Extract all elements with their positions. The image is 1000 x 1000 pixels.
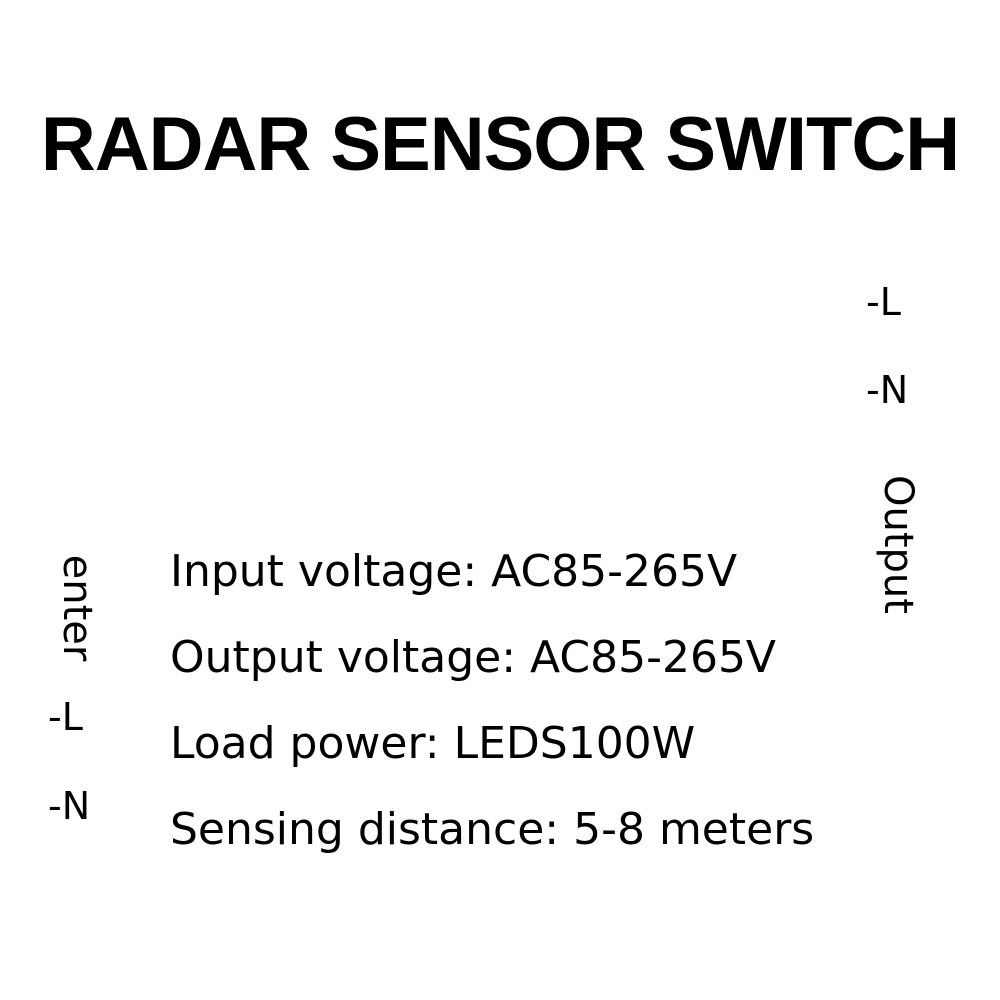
output-terminal-l: -L	[866, 280, 901, 324]
output-terminal-n: -N	[866, 368, 909, 412]
spec-load-power: Load power: LEDS100W	[170, 718, 696, 769]
input-terminal-l: -L	[48, 695, 83, 739]
input-terminal-n: -N	[48, 784, 91, 828]
output-label: Output	[875, 475, 921, 614]
input-label: enter	[54, 554, 100, 662]
spec-sensing-distance: Sensing distance: 5-8 meters	[170, 804, 815, 855]
page-title: RADAR SENSOR SWITCH	[40, 102, 960, 187]
spec-input-voltage: Input voltage: AC85-265V	[170, 546, 738, 597]
spec-output-voltage: Output voltage: AC85-265V	[170, 632, 777, 683]
